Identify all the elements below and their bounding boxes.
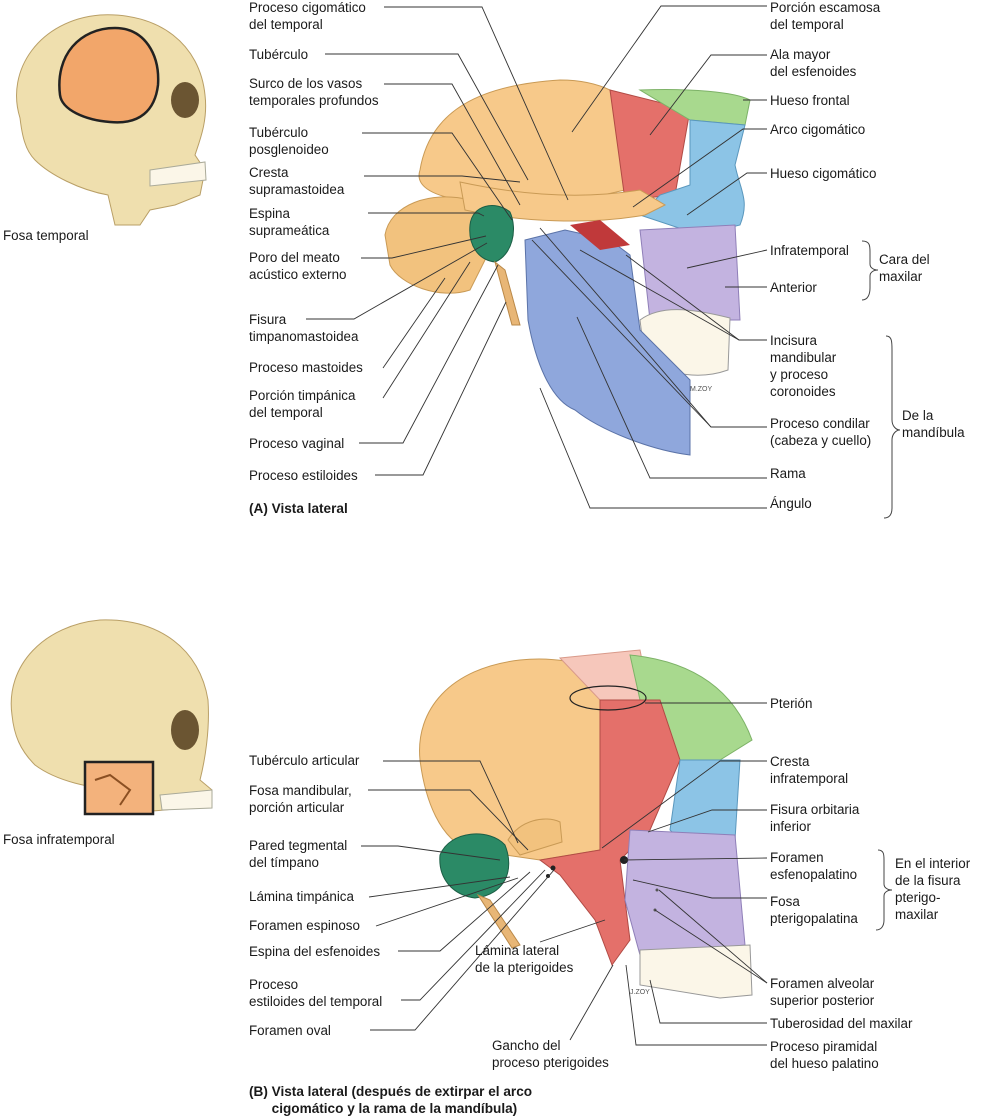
leader-lines-b-left — [361, 760, 555, 1031]
label-proceso-piramidal: Proceso piramidal del hueso palatino — [770, 1039, 879, 1071]
signature-a: M.ZOY — [690, 386, 713, 393]
leader-lines-b-right — [601, 702, 768, 1046]
label-incisura-mandibular: Incisura mandibular y proceso coronoides — [770, 333, 837, 399]
label-porcion-timpanica: Porción timpánica del temporal — [249, 388, 356, 420]
label-gancho-pterigoides: Gancho del proceso pterigoides — [492, 1038, 609, 1070]
label-proceso-cigomatico: Proceso cigomático del temporal — [249, 0, 366, 32]
label-proceso-mastoides: Proceso mastoides — [249, 360, 363, 375]
leader-lines-b-bottom — [539, 919, 614, 1041]
label-infratemporal: Infratemporal — [770, 243, 849, 258]
leader-lines-a-right — [531, 5, 768, 509]
label-fosa-mandibular: Fosa mandibular, porción articular — [249, 783, 352, 815]
label-proceso-condilar: Proceso condilar (cabeza y cuello) — [770, 416, 872, 448]
label-foramen-esfenopalatino: Foramen esfenopalatino — [770, 850, 858, 882]
label-angulo: Ángulo — [770, 496, 812, 511]
group-label-cara-maxilar: Cara del maxilar — [879, 252, 930, 284]
label-fisura-timpanomastoidea: Fisura timpanomastoidea — [249, 312, 359, 344]
label-tuberculo-posglenoideo: Tubérculo posglenoideo — [249, 125, 329, 157]
label-tuberculo: Tubérculo — [249, 47, 309, 62]
skull-lateral-view-b — [419, 649, 753, 999]
group-label-mandibula: De la mandíbula — [902, 408, 965, 440]
label-arco-cigomatico: Arco cigomático — [770, 122, 866, 137]
leader-lines-a-left — [306, 6, 569, 476]
label-lamina-lateral-pterigoides: Lámina lateral de la pterigoides — [475, 943, 574, 975]
label-tuberculo-articular: Tubérculo articular — [249, 753, 360, 768]
label-tuberosidad-maxilar: Tuberosidad del maxilar — [770, 1016, 913, 1031]
label-anterior: Anterior — [770, 280, 817, 295]
brace-b — [875, 849, 893, 931]
label-espina-suprameatica: Espina suprameática — [249, 206, 330, 238]
label-pterion: Pterión — [770, 696, 813, 711]
label-espina-esfenoides: Espina del esfenoides — [249, 944, 381, 959]
braces-a — [861, 240, 901, 519]
label-porcion-escamosa: Porción escamosa del temporal — [770, 0, 881, 32]
label-hueso-cigomatico: Hueso cigomático — [770, 166, 877, 181]
label-foramen-alveolar: Foramen alveolar superior posterior — [770, 976, 875, 1008]
label-pared-tegmental: Pared tegmental del tímpano — [249, 838, 348, 870]
label-poro-meato: Poro del meato acústico externo — [249, 250, 347, 282]
label-ala-mayor: Ala mayor del esfenoides — [770, 47, 857, 79]
label-fisura-orbitaria: Fisura orbitaria inferior — [770, 802, 860, 834]
label-foramen-espinoso: Foramen espinoso — [249, 918, 360, 933]
label-surco-vasos: Surco de los vasos temporales profundos — [249, 76, 379, 108]
signature-b: J.ZOY — [630, 989, 650, 996]
thumbnail-caption-a: Fosa temporal — [3, 228, 89, 243]
panel-b-title: (B) Vista lateral (después de extirpar e… — [249, 1084, 533, 1116]
label-fosa-pterigopalatina: Fosa pterigopalatina — [770, 894, 858, 926]
label-cresta-infratemporal: Cresta infratemporal — [770, 754, 849, 786]
skull-thumbnail-b — [10, 619, 213, 816]
skull-thumbnail-a — [16, 14, 207, 226]
label-proceso-estiloides: Proceso estiloides — [249, 468, 358, 483]
label-cresta-supramastoidea: Cresta supramastoidea — [249, 165, 345, 197]
label-lamina-timpanica: Lámina timpánica — [249, 889, 354, 904]
label-proceso-vaginal: Proceso vaginal — [249, 436, 345, 451]
group-label-fisura-pterigomaxilar: En el interior de la fisura pterigo- max… — [895, 856, 971, 922]
label-foramen-oval: Foramen oval — [249, 1023, 331, 1038]
skull-lateral-view-a — [384, 79, 751, 456]
label-hueso-frontal: Hueso frontal — [770, 93, 850, 108]
thumbnail-caption-b: Fosa infratemporal — [3, 832, 115, 847]
label-proceso-estiloides-temporal: Proceso estiloides del temporal — [249, 977, 383, 1009]
panel-a-title: (A) Vista lateral — [249, 501, 348, 516]
label-rama: Rama — [770, 466, 806, 481]
